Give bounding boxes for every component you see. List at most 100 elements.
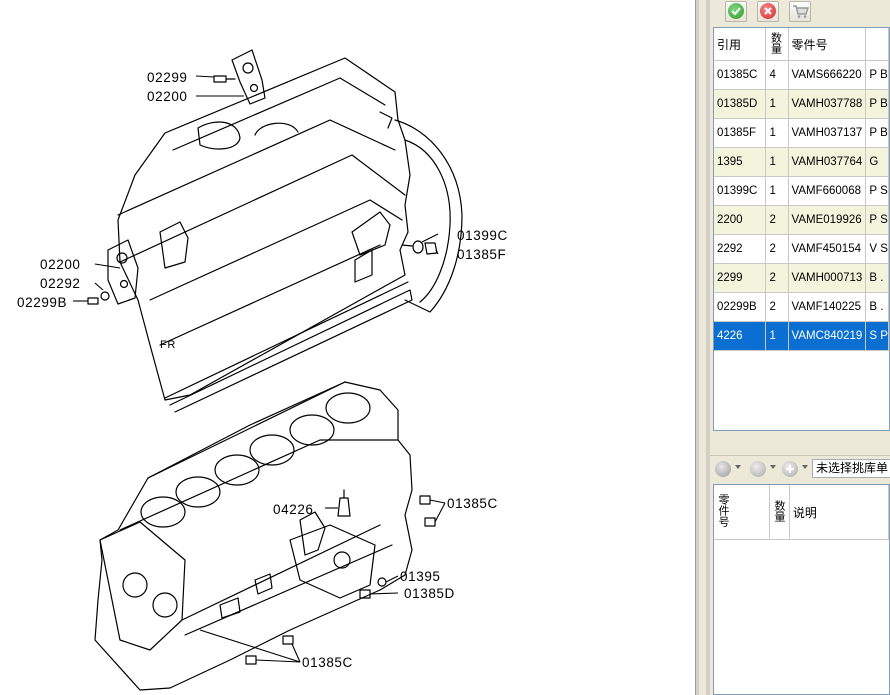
database-icon[interactable]: [715, 461, 731, 477]
callout-01395[interactable]: 01395: [400, 569, 441, 584]
callout-01385c-right[interactable]: 01385C: [447, 496, 498, 511]
column-header-desc[interactable]: 说明: [789, 485, 889, 540]
splitter[interactable]: [695, 0, 710, 695]
callout-04226[interactable]: 04226: [273, 502, 314, 517]
cell-part-no: VAMH037137: [788, 118, 867, 148]
column-header-qty[interactable]: 数量: [769, 485, 790, 540]
cell-ref: 01399C: [714, 176, 767, 206]
cell-part-no: VAMH037788: [788, 89, 867, 119]
cell-qty: 2: [765, 263, 789, 293]
cell-part-no: VAMH037764: [788, 147, 867, 177]
cancel-button[interactable]: [757, 1, 779, 22]
column-header-qty-label: 数量: [772, 499, 785, 522]
cell-qty: 4: [765, 60, 789, 90]
cell-ref: 2200: [714, 205, 767, 235]
cell-ref: 01385D: [714, 89, 767, 119]
cell-part-no: VAMF140225: [788, 292, 867, 322]
cell-desc: B .: [865, 263, 889, 293]
cell-ref: 4226: [714, 321, 767, 351]
add-to-cart-button[interactable]: [789, 1, 811, 22]
chevron-down-icon[interactable]: [802, 465, 808, 469]
chevron-down-icon[interactable]: [735, 465, 741, 469]
cell-ref: 01385C: [714, 60, 767, 90]
column-header-qty[interactable]: 数量: [765, 28, 789, 61]
column-header-ref[interactable]: 引用: [714, 28, 767, 61]
cell-qty: 1: [765, 147, 789, 177]
cell-desc: G: [865, 147, 889, 177]
callout-01385c-bottom[interactable]: 01385C: [302, 655, 353, 670]
parts-diagram[interactable]: 02299 02200 01399C 01385F 02200 02292 02…: [0, 0, 695, 695]
cell-ref: 2292: [714, 234, 767, 264]
cell-part-no: VAME019926: [788, 205, 867, 235]
check-icon: [728, 3, 744, 19]
callout-02299b[interactable]: 02299B: [17, 295, 67, 310]
pick-list-dropdown[interactable]: 未选择挑库单: [812, 459, 890, 478]
callout-01385d[interactable]: 01385D: [404, 586, 455, 601]
callout-02200-top[interactable]: 02200: [147, 89, 188, 104]
chevron-down-icon[interactable]: [770, 465, 776, 469]
refresh-icon[interactable]: [750, 461, 766, 477]
column-header-desc[interactable]: [865, 28, 889, 61]
cell-qty: 2: [765, 292, 789, 322]
pick-list-header: 零件号 数量 说明: [714, 485, 889, 540]
parts-table-scrollbar[interactable]: [713, 431, 890, 449]
cell-ref: 01385F: [714, 118, 767, 148]
cell-desc: P B: [865, 60, 889, 90]
pick-list-toolbar: 未选择挑库单: [710, 455, 890, 483]
callout-02299[interactable]: 02299: [147, 70, 188, 85]
cell-ref: 2299: [714, 263, 767, 293]
column-header-part-no[interactable]: 零件号: [788, 28, 867, 61]
cell-qty: 1: [765, 118, 789, 148]
cell-desc: P B: [865, 89, 889, 119]
pick-list-table: 零件号 数量 说明: [713, 484, 890, 695]
cell-ref: 1395: [714, 147, 767, 177]
front-marker: FR: [160, 339, 176, 351]
close-icon: [760, 3, 776, 19]
add-icon[interactable]: [782, 461, 798, 477]
cell-part-no: VAMF660068: [788, 176, 867, 206]
cart-icon: [792, 3, 809, 19]
cell-part-no: VAMH000713: [788, 263, 867, 293]
pick-list-grid: 零件号 数量 说明: [714, 485, 889, 540]
cell-desc: P B: [865, 118, 889, 148]
engine-block-drawing: 02299 02200 01399C 01385F 02200 02292 02…: [17, 49, 508, 691]
parts-table-header: 引用 数量 零件号: [714, 28, 889, 61]
splitter-track: [699, 0, 706, 695]
callout-02292[interactable]: 02292: [40, 276, 81, 291]
panel-toolbar: [710, 0, 890, 25]
cell-qty: 1: [765, 321, 789, 351]
cell-desc: B .: [865, 292, 889, 322]
cell-qty: 1: [765, 89, 789, 119]
cell-part-no: VAMS666220: [788, 60, 867, 90]
cell-part-no: VAMF450154: [788, 234, 867, 264]
cell-qty: 2: [765, 234, 789, 264]
cell-ref: 02299B: [714, 292, 767, 322]
cell-desc: S P: [865, 321, 889, 351]
confirm-button[interactable]: [725, 1, 747, 22]
column-header-part-no-label: 零件号: [717, 494, 729, 527]
cell-desc: P S: [865, 176, 889, 206]
column-header-part-no[interactable]: 零件号: [714, 485, 770, 540]
cell-desc: V S: [865, 234, 889, 264]
cell-qty: 2: [765, 205, 789, 235]
cell-part-no: VAMC840219: [788, 321, 867, 351]
callout-01385f[interactable]: 01385F: [457, 247, 506, 262]
cell-desc: P S: [865, 205, 889, 235]
cell-qty: 1: [765, 176, 789, 206]
callout-01399c[interactable]: 01399C: [457, 228, 508, 243]
column-header-qty-label: 数量: [769, 31, 782, 54]
callout-02200-left[interactable]: 02200: [40, 257, 81, 272]
